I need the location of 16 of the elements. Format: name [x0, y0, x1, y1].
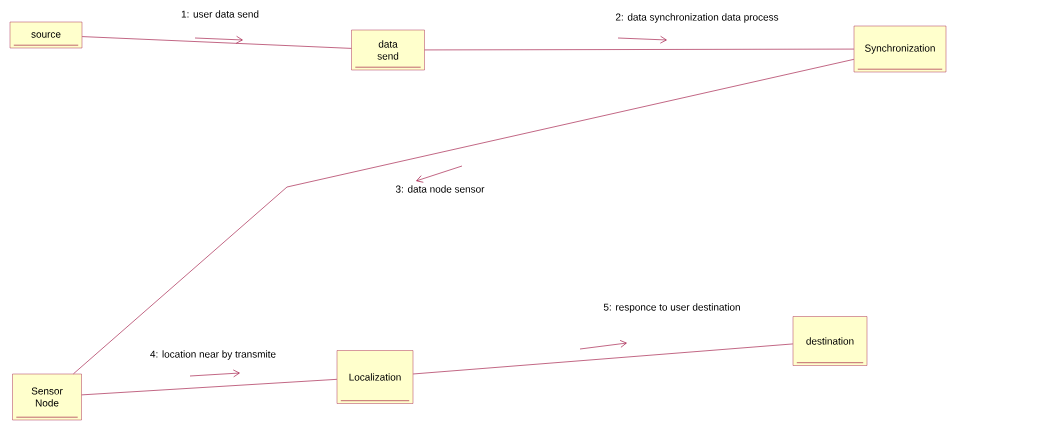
link-line — [412, 343, 794, 375]
link-line — [424, 48, 855, 51]
object-box: Localization — [336, 350, 414, 404]
object-box: destination — [792, 316, 868, 366]
message-label: 3: data node sensor — [395, 185, 485, 193]
message-label: 2: data synchronization data process — [615, 13, 779, 23]
object-box: Synchronization — [853, 25, 947, 73]
object-box: Sensor Node — [12, 373, 82, 421]
object-box: data send — [351, 29, 425, 71]
message-label: 4: location near by transmite — [150, 350, 276, 360]
object-box: source — [9, 21, 83, 49]
message-label: 1: user data send — [181, 10, 259, 18]
link-line — [81, 379, 338, 396]
link-line — [73, 59, 855, 375]
message-label: 5: responce to user destination — [603, 303, 740, 313]
link-line — [81, 36, 352, 49]
